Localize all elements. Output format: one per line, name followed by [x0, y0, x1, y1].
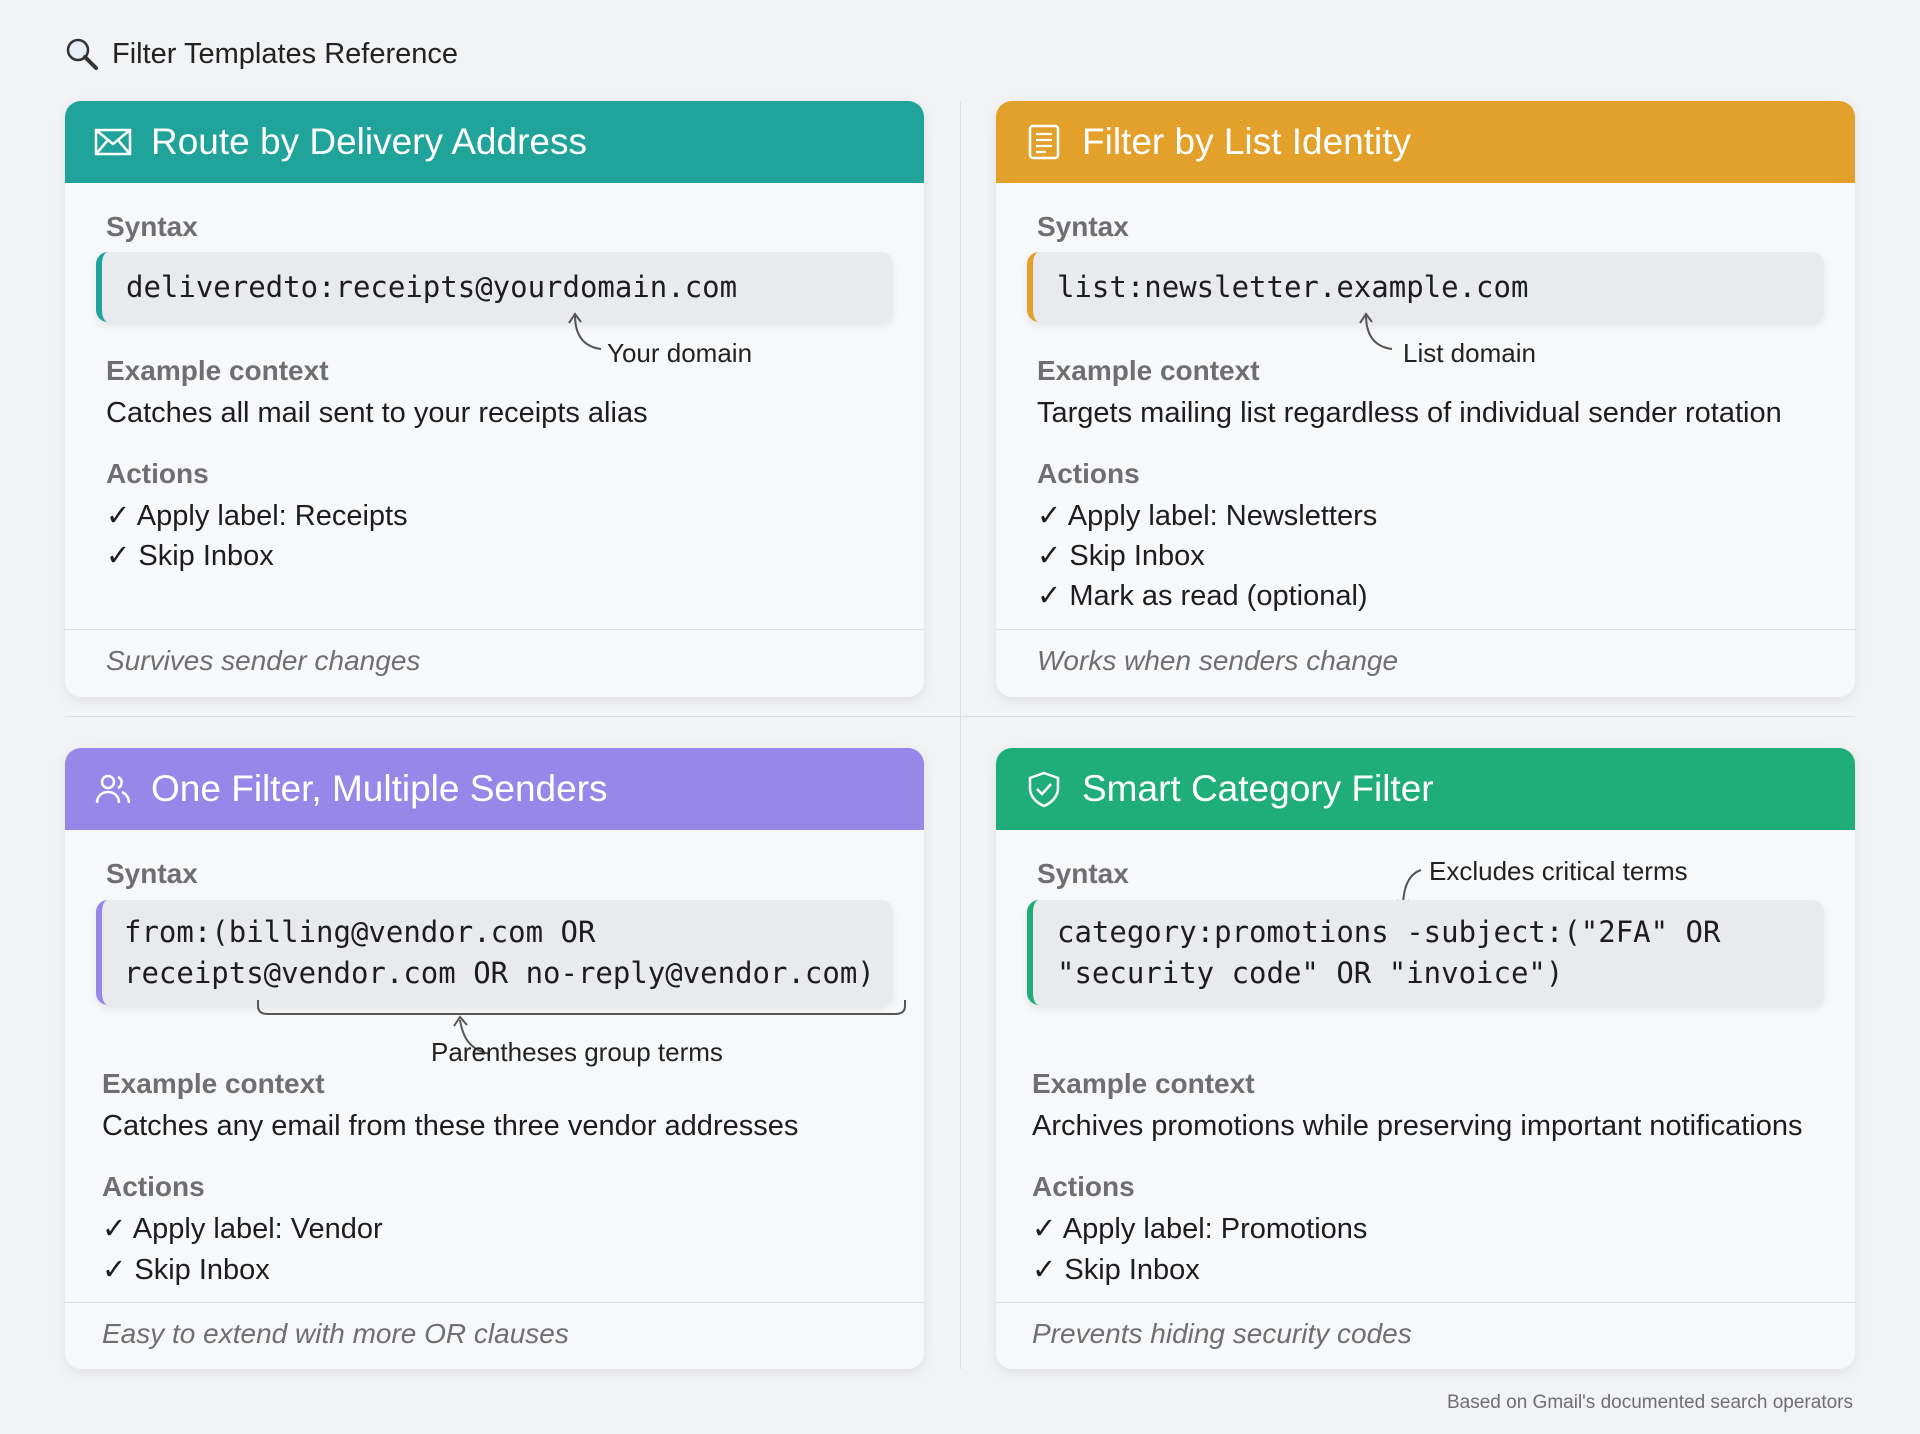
users-icon: [95, 774, 131, 804]
action-item: ✓ Apply label: Newsletters: [1037, 500, 1378, 532]
annotation-note: List domain: [1403, 338, 1536, 368]
card-header: Filter by List Identity: [996, 101, 1855, 183]
check-icon: ✓: [1037, 580, 1062, 612]
card-footer: Easy to extend with more OR clauses: [102, 1318, 569, 1349]
card-title: Smart Category Filter: [1082, 768, 1434, 809]
action-item: ✓ Apply label: Vendor: [102, 1213, 383, 1245]
syntax-text[interactable]: deliveredto:receipts@yourdomain.com: [126, 269, 738, 304]
action-item: ✓ Skip Inbox: [1032, 1254, 1200, 1286]
card-footer: Works when senders change: [1037, 645, 1399, 676]
syntax-label: Syntax: [1037, 858, 1129, 889]
card-one-filter-multiple-senders: One Filter, Multiple Senders Syntax from…: [65, 748, 924, 1369]
card-header: Smart Category Filter: [996, 748, 1855, 830]
card-smart-category-filter: Smart Category Filter Syntax Excludes cr…: [996, 748, 1855, 1369]
card-title: Route by Delivery Address: [151, 121, 587, 162]
check-icon: ✓: [106, 500, 131, 532]
syntax-text[interactable]: list:newsletter.example.com: [1057, 269, 1529, 304]
action-item: ✓ Skip Inbox: [106, 540, 274, 572]
check-icon: ✓: [1037, 540, 1062, 572]
source-credit: Based on Gmail's documented search opera…: [1446, 1392, 1853, 1413]
shield-check-icon: [1028, 771, 1060, 808]
footer-divider: [996, 1302, 1855, 1303]
check-icon: ✓: [102, 1254, 127, 1286]
annotation-note: Parentheses group terms: [431, 1037, 723, 1067]
syntax-code[interactable]: deliveredto:receipts@yourdomain.com: [96, 252, 893, 322]
footer-divider: [65, 1302, 924, 1303]
context-text: Catches all mail sent to your receipts a…: [106, 397, 648, 429]
action-item: ✓ Apply label: Promotions: [1032, 1213, 1368, 1245]
check-icon: ✓: [1037, 500, 1062, 532]
syntax-line[interactable]: from:(billing@vendor.com OR: [124, 914, 596, 949]
card-route-by-delivery-address: Route by Delivery Address Syntax deliver…: [65, 101, 924, 697]
magnifier-icon: [66, 38, 98, 70]
check-icon: ✓: [1032, 1254, 1057, 1286]
page-title: Filter Templates Reference: [112, 37, 459, 70]
card-filter-by-list-identity: Filter by List Identity Syntax list:news…: [996, 101, 1855, 697]
card-title: One Filter, Multiple Senders: [151, 768, 608, 809]
annotation-arrow: [568, 312, 602, 350]
footer-divider: [996, 629, 1855, 630]
syntax-label: Syntax: [1037, 211, 1129, 242]
context-text: Targets mailing list regardless of indiv…: [1037, 397, 1782, 429]
action-item: ✓ Skip Inbox: [1037, 540, 1205, 572]
action-item: ✓ Mark as read (optional): [1037, 580, 1368, 612]
check-icon: ✓: [1032, 1213, 1057, 1245]
horizontal-divider: [65, 716, 1855, 717]
actions-label: Actions: [1032, 1171, 1135, 1202]
syntax-code[interactable]: list:newsletter.example.com: [1027, 252, 1824, 322]
annotation-note: Your domain: [607, 338, 753, 368]
context-text: Catches any email from these three vendo…: [102, 1110, 799, 1142]
context-label: Example context: [1032, 1068, 1255, 1099]
card-footer: Survives sender changes: [106, 645, 421, 676]
syntax-label: Syntax: [106, 858, 198, 889]
syntax-label: Syntax: [106, 211, 198, 242]
check-icon: ✓: [102, 1213, 127, 1245]
envelope-icon: [94, 128, 132, 156]
page-header: Filter Templates Reference: [64, 36, 458, 72]
context-label: Example context: [106, 355, 329, 386]
action-item: ✓ Apply label: Receipts: [106, 500, 408, 532]
grouping-bracket: [257, 1000, 906, 1055]
actions-label: Actions: [102, 1171, 205, 1202]
syntax-line[interactable]: category:promotions -subject:("2FA" OR: [1057, 914, 1721, 949]
card-title: Filter by List Identity: [1082, 121, 1412, 162]
action-item: ✓ Skip Inbox: [102, 1254, 270, 1286]
card-header: Route by Delivery Address: [65, 101, 924, 183]
annotation-note: Excludes critical terms: [1429, 856, 1688, 886]
context-text: Archives promotions while preserving imp…: [1032, 1110, 1803, 1142]
annotation-arrow: [1359, 312, 1393, 350]
syntax-line[interactable]: "security code" OR "invoice"): [1057, 955, 1564, 990]
syntax-line[interactable]: receipts@vendor.com OR no-reply@vendor.c…: [124, 955, 875, 990]
list-icon: [1028, 124, 1060, 160]
footer-divider: [65, 629, 924, 630]
actions-label: Actions: [106, 458, 209, 489]
actions-label: Actions: [1037, 458, 1140, 489]
vertical-divider: [960, 101, 961, 1369]
context-label: Example context: [1037, 355, 1260, 386]
context-label: Example context: [102, 1068, 325, 1099]
check-icon: ✓: [106, 540, 131, 572]
card-footer: Prevents hiding security codes: [1032, 1318, 1412, 1349]
syntax-code[interactable]: from:(billing@vendor.com OR receipts@vend…: [96, 900, 893, 1005]
card-header: One Filter, Multiple Senders: [65, 748, 924, 830]
syntax-code[interactable]: category:promotions -subject:("2FA" OR "s…: [1027, 900, 1824, 1005]
